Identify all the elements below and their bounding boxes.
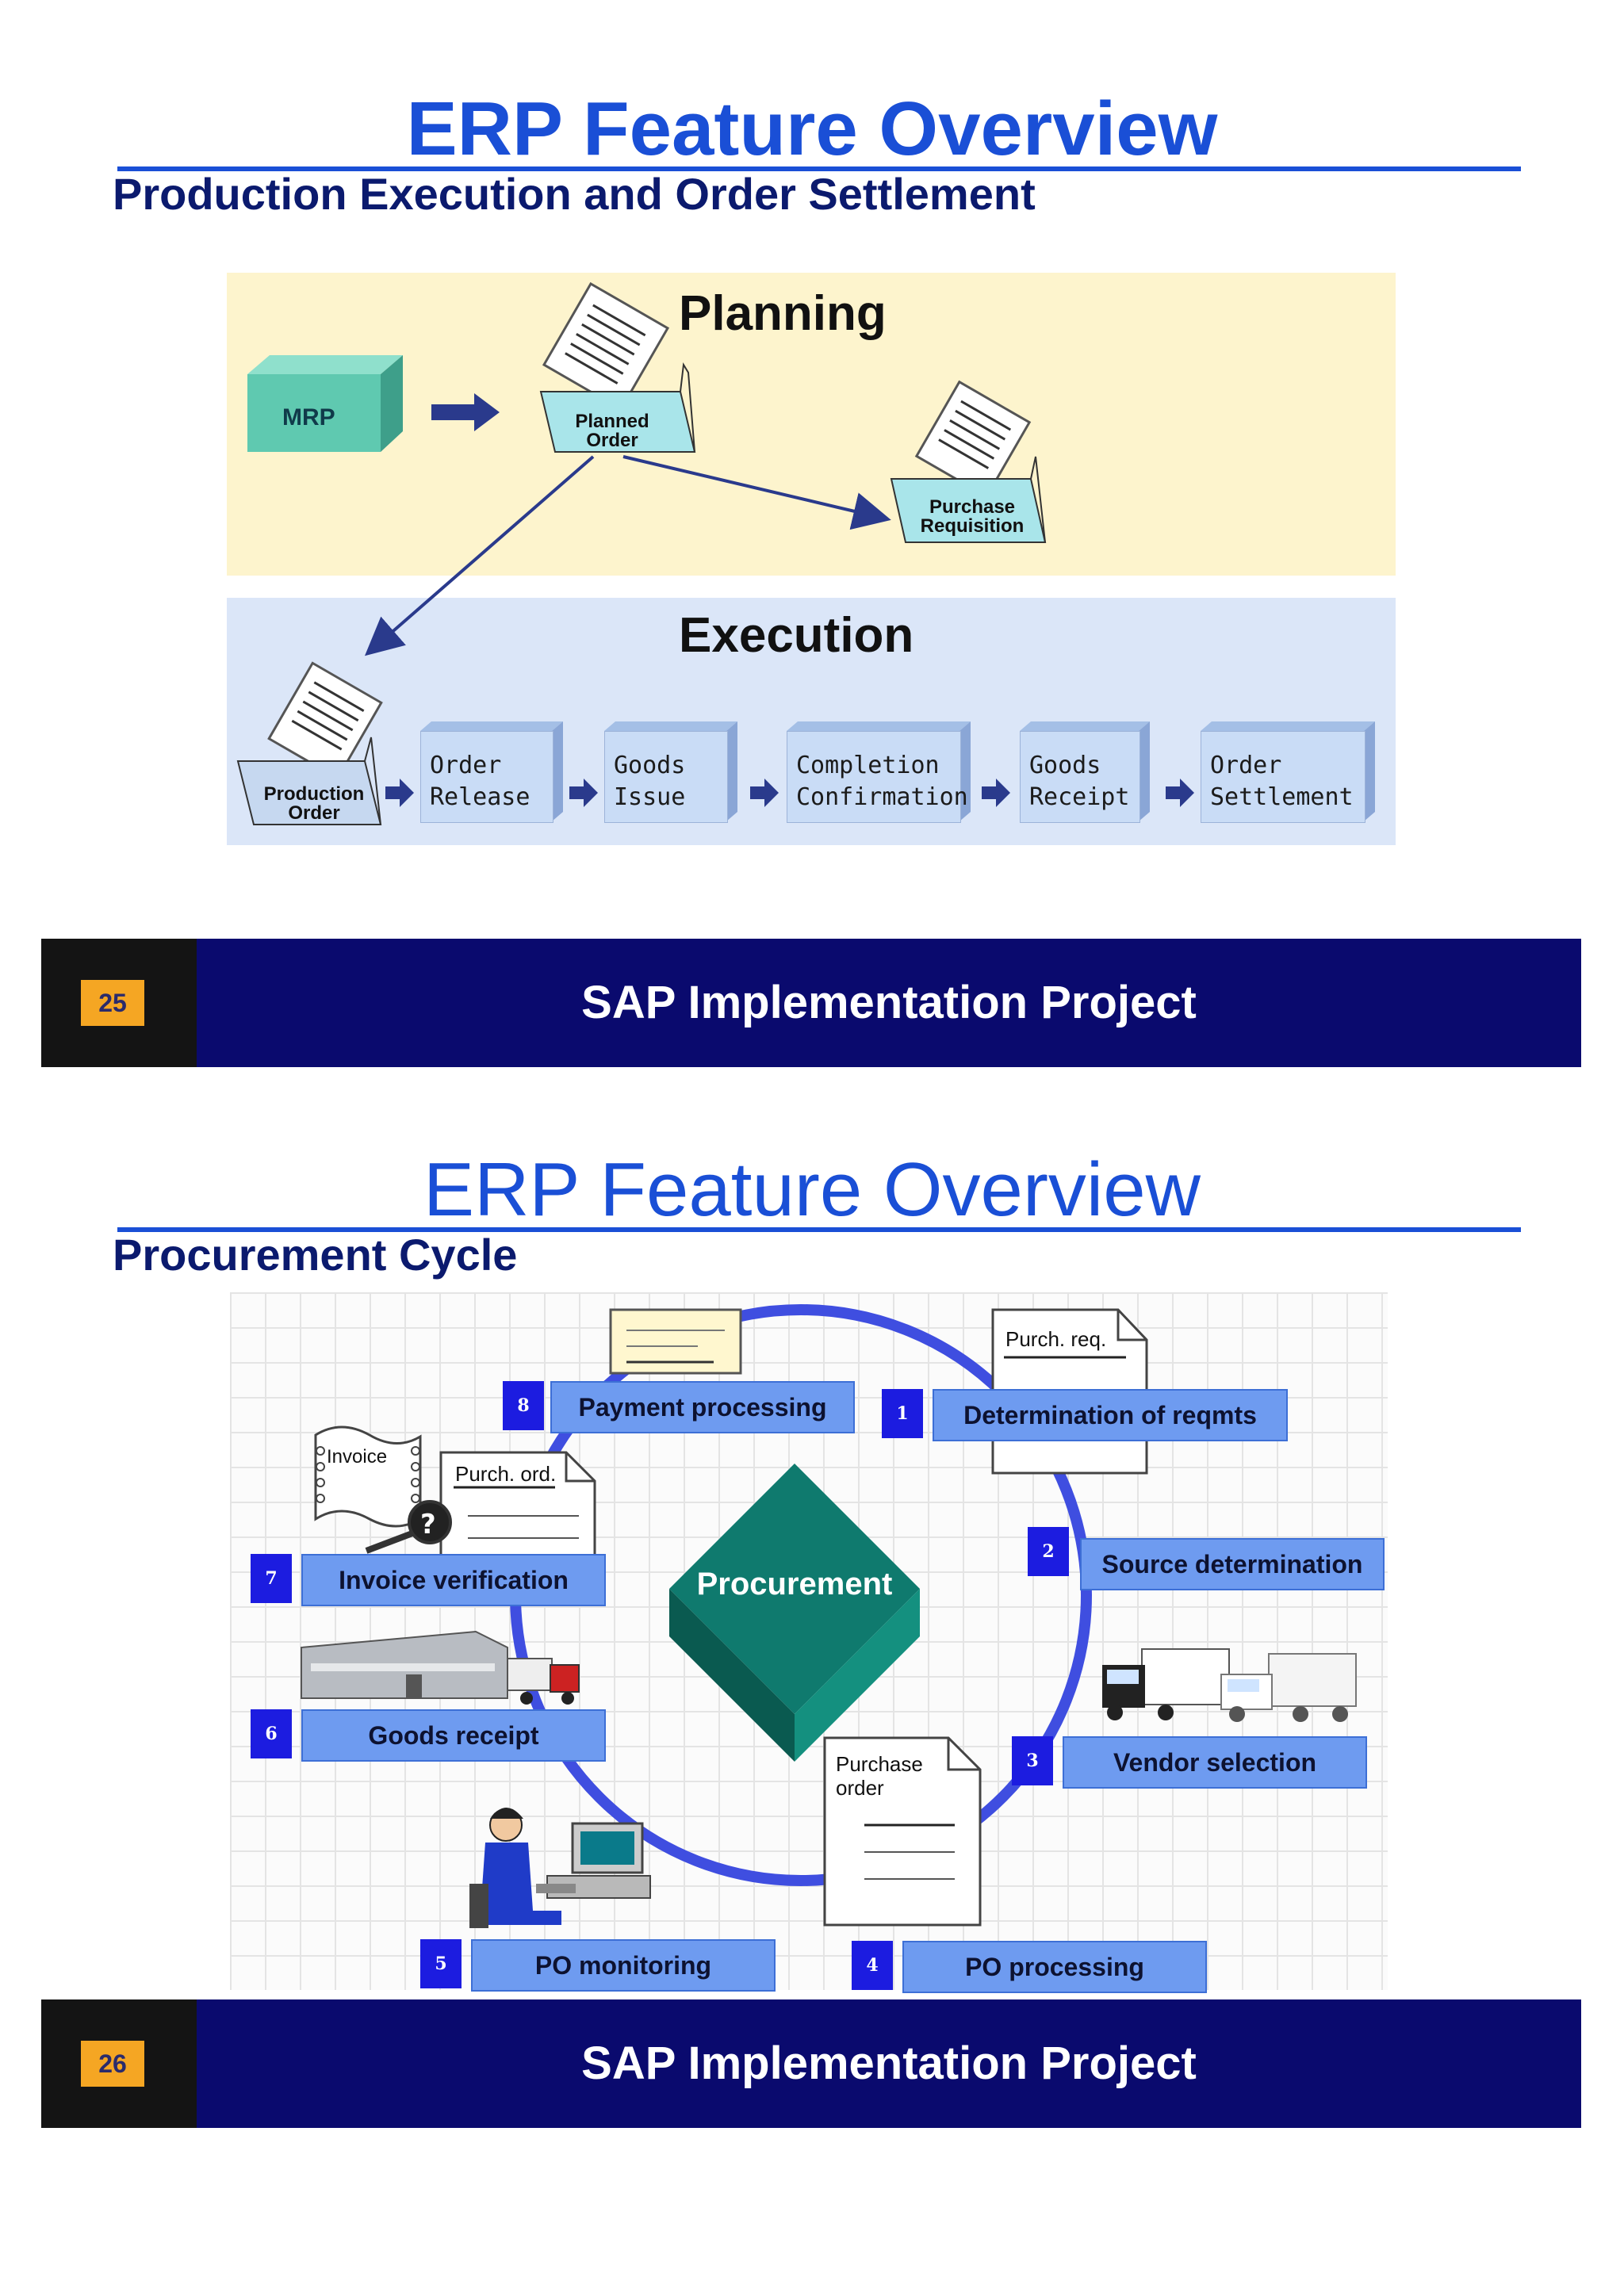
invoice-paper-icon — [314, 1425, 422, 1528]
planned-order-doc — [539, 281, 696, 453]
step-vendor-selection: Vendor selection — [1063, 1736, 1367, 1789]
slide2-footer-text: SAP Implementation Project — [581, 2038, 1197, 2089]
purchase-requisition-label: Purchase Requisition — [920, 496, 1025, 537]
planned-to-requisition-arrow — [622, 455, 891, 530]
step-number-7: 7 — [251, 1554, 292, 1603]
mrp-box — [247, 355, 403, 452]
step-number-6: 6 — [251, 1709, 292, 1758]
step-invoice-verification: Invoice verification — [301, 1554, 606, 1606]
purch-req-label: Purch. req. — [1005, 1327, 1107, 1351]
step-payment-processing: Payment processing — [550, 1381, 855, 1433]
slide1-title: ERP Feature Overview — [406, 86, 1218, 171]
step-number-8: 8 — [503, 1381, 544, 1430]
slide2-subtitle: Procurement Cycle — [113, 1230, 518, 1280]
step-source-determination: Source determination — [1080, 1538, 1385, 1590]
payment-document-icon — [609, 1308, 742, 1375]
magnifier-question-icon: ? — [365, 1500, 452, 1554]
step-number-2: 2 — [1028, 1527, 1069, 1576]
slide1-footer: 25 SAP Implementation Project — [41, 939, 1581, 1067]
step-po-monitoring: PO monitoring — [471, 1939, 776, 1992]
person-at-computer-icon — [469, 1808, 651, 1928]
warehouse-icon — [301, 1630, 580, 1705]
step-po-processing: PO processing — [902, 1941, 1207, 1993]
planning-label: Planning — [679, 286, 887, 341]
procurement-diamond — [669, 1464, 920, 1762]
mrp-to-planned-arrow — [431, 393, 500, 431]
planned-to-production-arrow — [364, 455, 595, 656]
production-diagram-graphics — [236, 281, 1375, 825]
planning-area — [227, 273, 1396, 576]
execution-label: Execution — [679, 608, 914, 663]
svg-text:?: ? — [420, 1509, 436, 1540]
slide1-footer-text: SAP Implementation Project — [581, 977, 1197, 1028]
planned-order-label: Planned Order — [575, 411, 649, 451]
step-number-5: 5 — [420, 1939, 462, 1988]
step-number-4: 4 — [852, 1941, 893, 1990]
invoice-label: Invoice — [327, 1446, 388, 1468]
step-goods-receipt: Goods receipt — [301, 1709, 606, 1762]
slide2-title: ERP Feature Overview — [423, 1147, 1201, 1232]
slide2-page-number: 26 — [81, 2041, 144, 2087]
step-number-3: 3 — [1012, 1736, 1053, 1785]
purch-ord-label: Purch. ord. — [455, 1462, 557, 1486]
mrp-label: MRP — [282, 404, 335, 430]
slide1-title-underline — [117, 166, 1521, 171]
slide1-page-number: 25 — [81, 980, 144, 1026]
purchase-order-label: Purchase order — [836, 1752, 923, 1800]
production-order-doc — [236, 661, 383, 825]
slide2-title-underline — [117, 1227, 1521, 1232]
slide1-subtitle: Production Execution and Order Settlemen… — [113, 169, 1036, 219]
production-order-label: Production Order — [263, 783, 365, 824]
purchase-order-paper-icon — [823, 1736, 982, 1927]
step-determination-of-reqmts: Determination of reqmts — [933, 1389, 1288, 1441]
trucks-icon — [1102, 1648, 1357, 1722]
step-number-1: 1 — [882, 1389, 923, 1438]
slide2-footer: 26 SAP Implementation Project — [41, 1999, 1581, 2128]
purchase-requisition-doc — [890, 380, 1047, 543]
procurement-center-label: Procurement — [696, 1567, 893, 1601]
